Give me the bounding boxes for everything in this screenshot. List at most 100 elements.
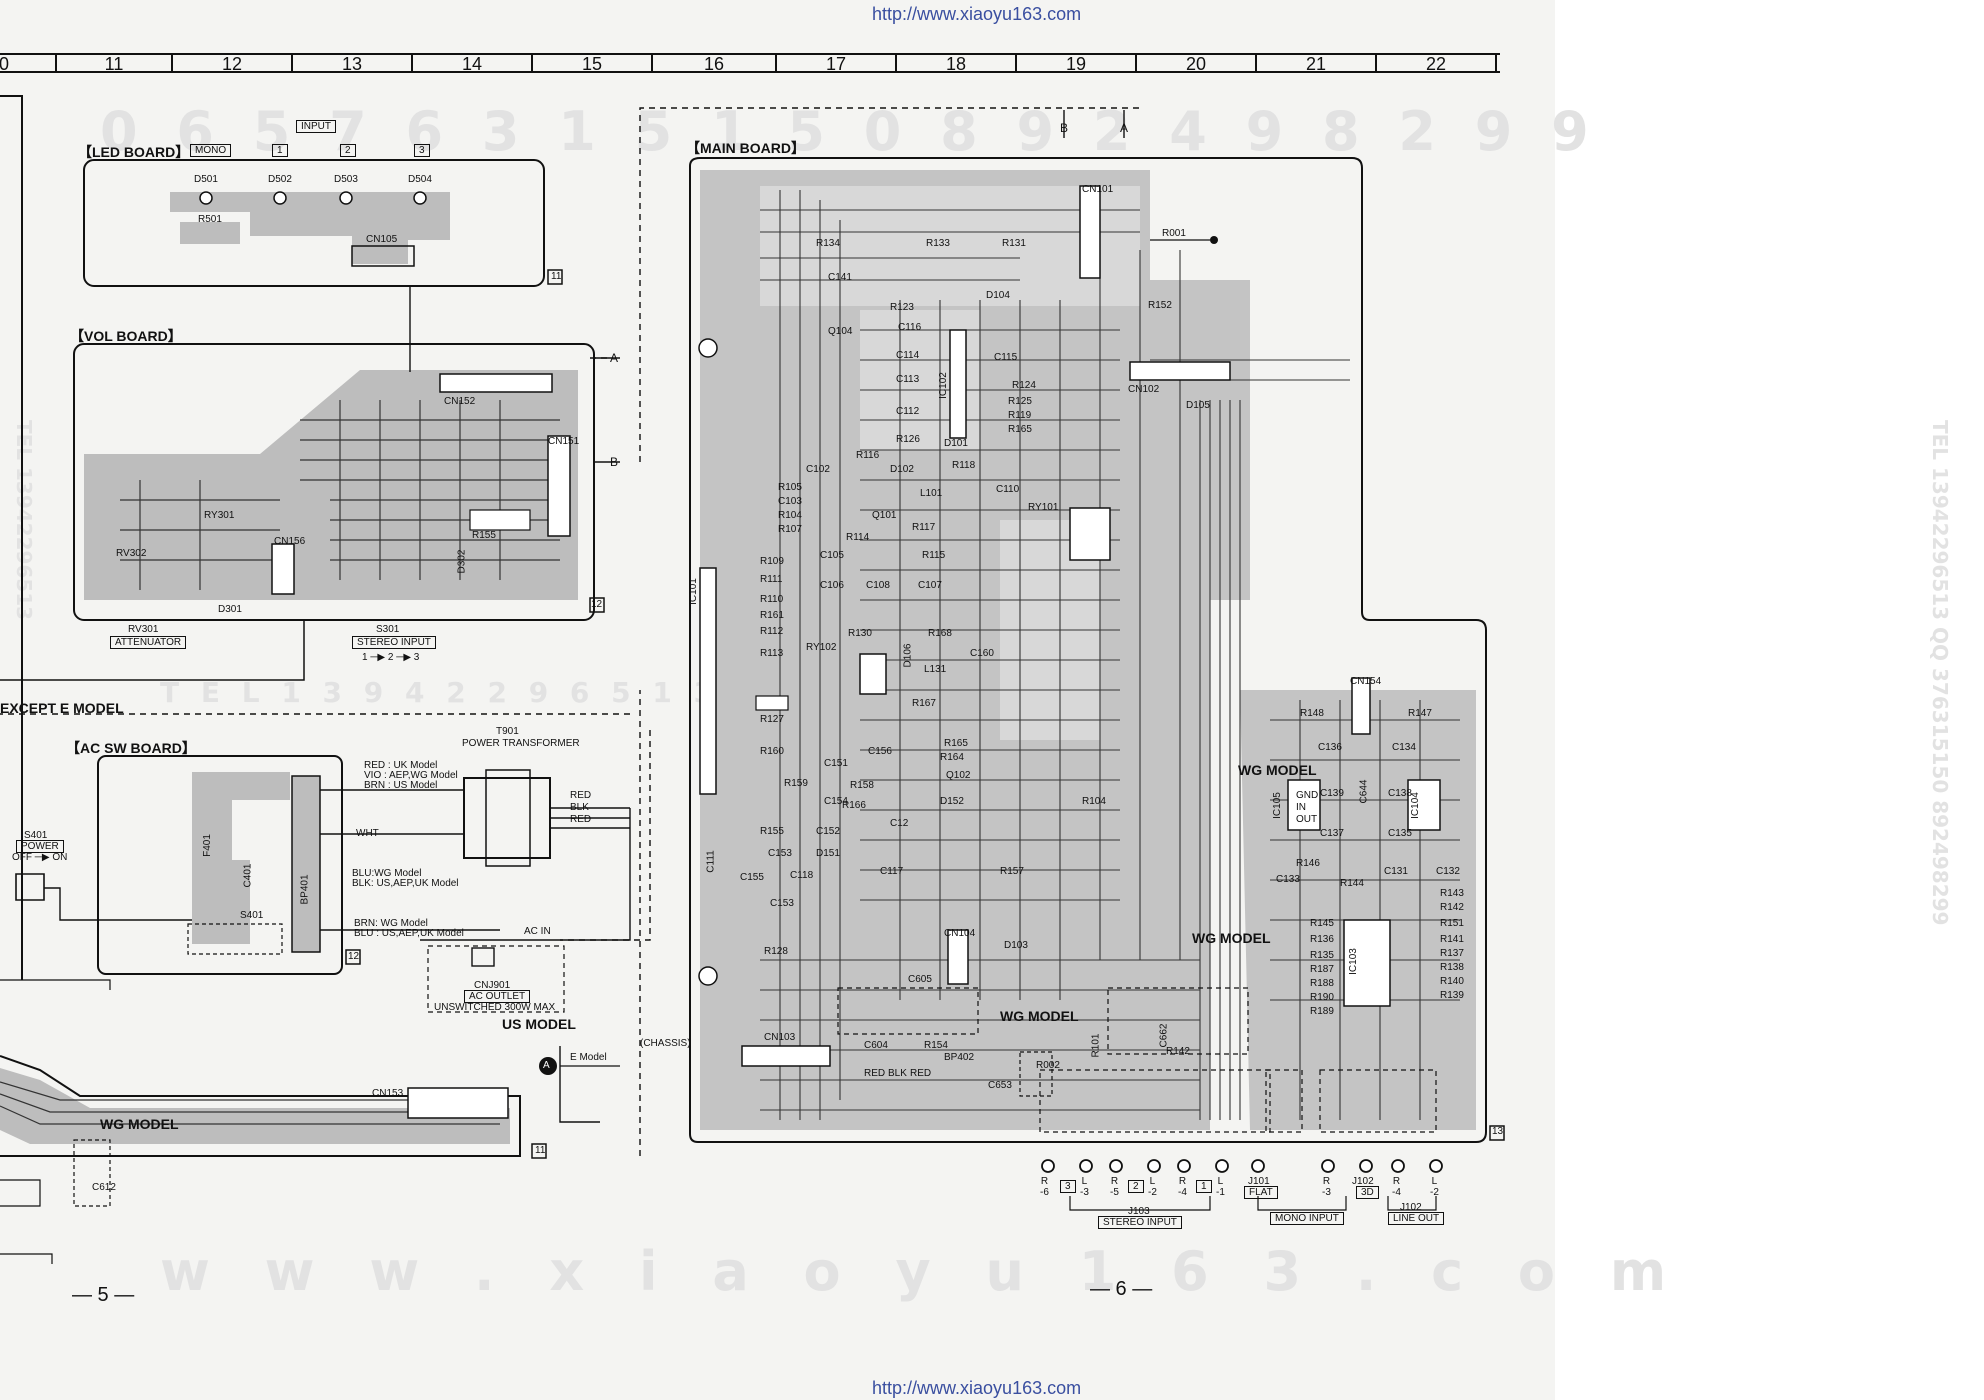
part-label: C106 xyxy=(820,580,844,591)
part-label: R001 xyxy=(1162,228,1186,239)
strip-c612: C612 xyxy=(92,1182,116,1193)
part-label: R189 xyxy=(1310,1006,1334,1017)
part-label: R111 xyxy=(760,574,783,585)
part-label: R167 xyxy=(912,698,936,709)
power-switch-name: POWER xyxy=(16,840,64,853)
jack-label: J102 xyxy=(1352,1176,1374,1187)
part-label: C153 xyxy=(768,848,792,859)
part-label: R166 xyxy=(842,800,866,811)
svg-text:A: A xyxy=(1120,121,1128,135)
interboard-wiring xyxy=(0,107,1140,1156)
part-label: R124 xyxy=(1012,380,1036,391)
part-label: D101 xyxy=(944,438,968,449)
jack-label: L -2 xyxy=(1430,1176,1439,1198)
col-label: 16 xyxy=(704,54,724,74)
vol-part-label: RY301 xyxy=(204,510,235,521)
part-label: R118 xyxy=(952,460,976,471)
vol-part-label: R155 xyxy=(472,530,496,541)
blank-margin xyxy=(1555,0,1984,1400)
main-connector-label: CN103 xyxy=(764,1032,796,1043)
bottom-strip-board xyxy=(0,1055,620,1264)
part-label: R146 xyxy=(1296,858,1320,869)
part-label: R119 xyxy=(1008,410,1032,421)
part-label: R128 xyxy=(764,946,788,957)
acsw-board xyxy=(0,755,631,1013)
rv301-label: RV301 xyxy=(128,624,159,635)
blu-note: BLU:WG Model xyxy=(352,868,422,879)
page-number-right: — 6 — xyxy=(1090,1278,1153,1300)
part-label: L101 xyxy=(920,488,943,499)
part-label: R115 xyxy=(922,550,946,561)
part-label: C118 xyxy=(790,870,814,881)
strip-connector-label: CN153 xyxy=(372,1088,404,1099)
led-input-1: 1 xyxy=(272,144,288,157)
left-board-edge xyxy=(0,95,23,980)
acsw-part: S401 xyxy=(240,910,264,921)
svg-text:A: A xyxy=(610,351,618,365)
part-label: R110 xyxy=(760,594,784,605)
strip-sheet-ref: 11 xyxy=(535,1145,546,1156)
part-label: R154 xyxy=(924,1040,948,1051)
e-model-label: E Model xyxy=(570,1052,607,1063)
source-url-bottom: http://www.xiaoyu163.com xyxy=(872,1378,1082,1398)
part-label: R135 xyxy=(1310,950,1334,961)
col-label: 13 xyxy=(342,54,362,74)
part-label: IN xyxy=(1296,802,1306,813)
part-label: R125 xyxy=(1008,396,1032,407)
wg-model-label: WG MODEL xyxy=(1192,930,1271,946)
led-board-title: 【LED BOARD】 xyxy=(78,144,190,160)
part-label: R002 xyxy=(1036,1060,1060,1071)
wg-model-label: WG MODEL xyxy=(1238,762,1317,778)
part-label: R148 xyxy=(1300,708,1324,719)
part-label: D102 xyxy=(890,464,914,475)
part-label: C112 xyxy=(896,406,920,417)
power-switch-label: S401 xyxy=(24,830,48,841)
col-label: 17 xyxy=(826,54,846,74)
s301-name: STEREO INPUT xyxy=(352,636,436,649)
main-connector-label: CN101 xyxy=(1082,184,1114,195)
part-label: R161 xyxy=(760,610,784,621)
vol-part-label: RV302 xyxy=(116,548,147,559)
part-label: R142 xyxy=(1440,902,1464,913)
main-ic-label: IC103 xyxy=(1347,948,1359,975)
jack-label: R -6 xyxy=(1040,1176,1049,1198)
part-label: R114 xyxy=(846,532,870,543)
col-label: 19 xyxy=(1066,54,1086,74)
part-label: D105 xyxy=(1186,400,1210,411)
part-label: R188 xyxy=(1310,978,1334,989)
vol-sheet-ref: 12 xyxy=(591,599,603,610)
col-label: 12 xyxy=(222,54,242,74)
part-label: C116 xyxy=(898,322,922,333)
led-input-mono: MONO xyxy=(190,144,232,157)
main-connector-label: CN102 xyxy=(1128,384,1160,395)
interboard-wire-solid xyxy=(409,110,1125,1123)
led-diode-label: D501 xyxy=(194,174,218,185)
part-label: R117 xyxy=(912,522,936,533)
vol-board xyxy=(0,343,605,681)
part-label: R157 xyxy=(1000,866,1024,877)
part-label: C137 xyxy=(1320,828,1344,839)
part-label: R190 xyxy=(1310,992,1334,1003)
vol-part-label: D302 xyxy=(456,549,468,574)
part-label: C134 xyxy=(1392,742,1416,753)
part-label: C151 xyxy=(824,758,848,769)
wire-note: BRN : US Model xyxy=(364,780,438,791)
brn-note: BLU : US,AEP,UK Model xyxy=(354,928,464,939)
col-label: 0 xyxy=(0,54,9,74)
ref-a-marker: A xyxy=(543,1060,550,1071)
j101-label: J101 xyxy=(1248,1176,1270,1187)
main-board-title: 【MAIN BOARD】 xyxy=(686,140,805,156)
part-label: C113 xyxy=(896,374,920,385)
jack-label: L -2 xyxy=(1148,1176,1157,1198)
part-label: D104 xyxy=(986,290,1010,301)
part-label: C139 xyxy=(1320,788,1344,799)
part-label: C102 xyxy=(806,464,830,475)
part-label: R116 xyxy=(856,450,880,461)
part-label: C131 xyxy=(1384,866,1408,877)
part-label: R159 xyxy=(784,778,808,789)
ac-in-label: AC IN xyxy=(524,926,551,937)
main-sheet-ref: 13 xyxy=(1492,1126,1504,1137)
part-label: R164 xyxy=(940,752,964,763)
part-label: R145 xyxy=(1310,918,1334,929)
j103-name: STEREO INPUT xyxy=(1098,1216,1182,1229)
